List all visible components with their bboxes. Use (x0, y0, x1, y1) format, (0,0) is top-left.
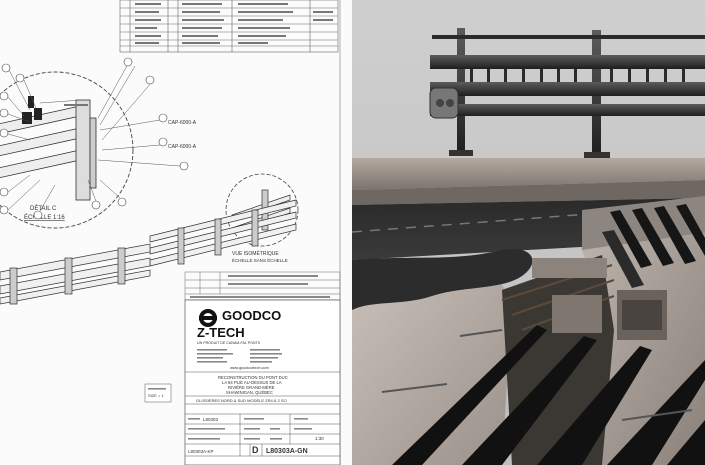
expansion-joint-render (352, 0, 705, 465)
detail-c-circle: DÉTAIL C ÉCHELLE 1:16 (0, 71, 134, 229)
detail-scale: ÉCHELLE 1:16 (24, 214, 65, 221)
logo-line-2: Z-TECH (197, 325, 245, 340)
logo-tagline: UN PRODUIT DE CANAM-FAL PONTS (197, 341, 261, 345)
project-title-4: SHAWINIGAN, QUÉBEC (226, 390, 273, 395)
size-label: SIZE = 1 (148, 393, 164, 398)
detail-title: DÉTAIL C (30, 205, 57, 212)
part-label-2: CAP-6000-A (168, 144, 197, 150)
support-box (532, 258, 667, 340)
reference-code: L80303A-KP (188, 449, 214, 454)
title-block (184, 299, 341, 465)
render-3d-panel (352, 0, 705, 465)
foreground-joint-strips (392, 325, 705, 465)
website-text: www.goodcoztech.com (230, 366, 269, 370)
balloons-mid (123, 57, 189, 171)
leader-lines (7, 63, 181, 212)
revision-table-text (135, 3, 333, 44)
highlight-lines (381, 329, 693, 421)
size-box: SIZE = 1 (144, 383, 172, 403)
project-title-1: RECONSTRUCTION DU PONT DUC (218, 375, 288, 380)
technical-drawing: DÉTAIL C ÉCHELLE 1:16 (0, 0, 341, 465)
goodco-logo: GOODCO Z-TECH UN PRODUIT DE CANAM-FAL PO… (197, 308, 281, 345)
joint-beams (602, 204, 705, 288)
scale-value: 1:30 (315, 436, 324, 441)
concrete-barrier (352, 158, 705, 190)
revision-letter: D (252, 445, 259, 455)
drawing-description: GLISSIÈRES NORD & SUD MODÈLE ZR4 À 2 SO (196, 398, 287, 403)
guard-rail (429, 28, 705, 158)
address-lines (197, 349, 282, 363)
logo-line-1: GOODCO (222, 308, 281, 323)
balloons-left (0, 63, 127, 220)
project-title-2: LA 94 PLIE AU-DESSUS DE LA (222, 380, 282, 385)
rail-elevation-lower (0, 243, 151, 305)
project-title-3: RIVIÈRE GRAND-MÈRE (228, 385, 275, 390)
technical-drawing-panel: DÉTAIL C ÉCHELLE 1:16 (0, 0, 352, 465)
iso-view-title: VUE ISOMÉTRIQUE (232, 250, 279, 257)
revision-table (119, 0, 339, 53)
notes-block (184, 271, 341, 301)
drawing-number: L80303A-GN (266, 448, 308, 455)
part-label-1: CAP-6000-A (168, 120, 197, 126)
sheet-number: L80303 (203, 417, 219, 422)
iso-view-subtitle: ÉCHELLE SANS ÉCHELLE (232, 257, 288, 263)
deck-slab-left (352, 270, 512, 465)
rail-elevation-upper (149, 199, 297, 267)
